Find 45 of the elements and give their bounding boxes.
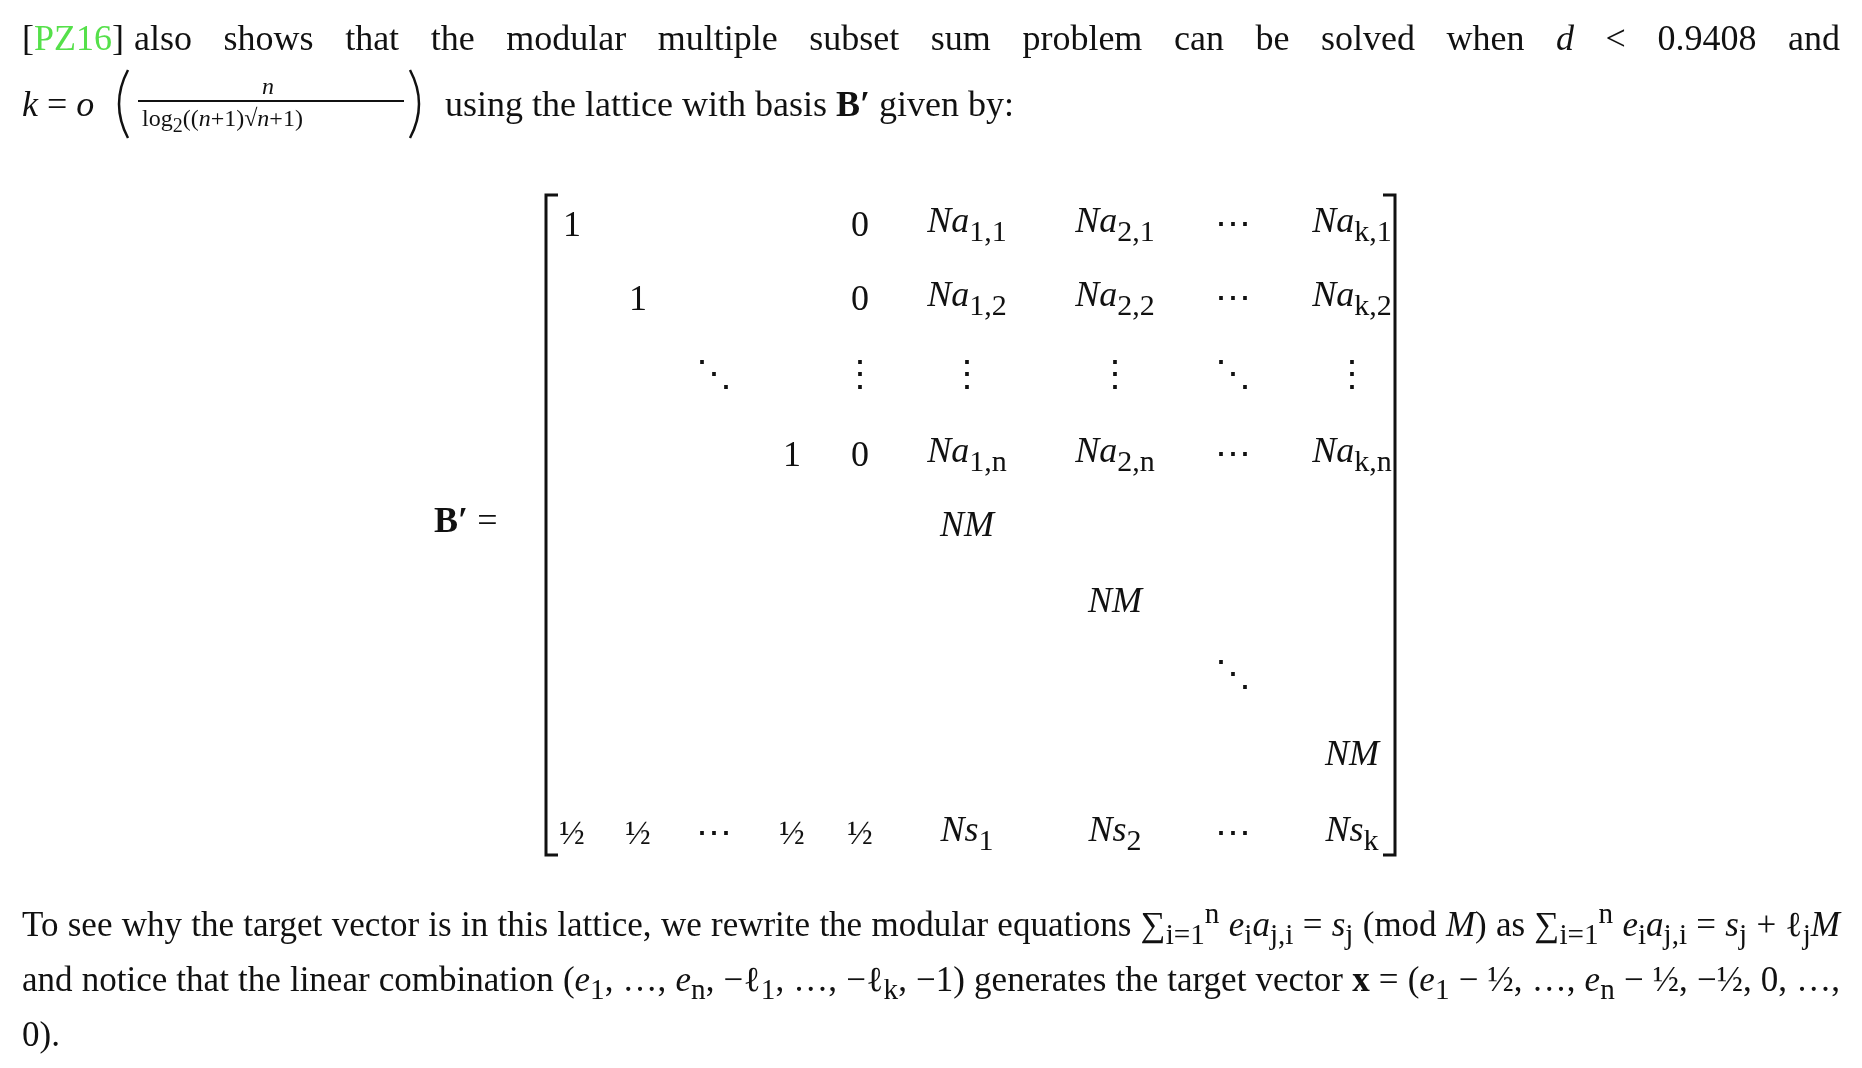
paragraph-text: also shows that the modular multiple subset sum problem can be solved when d < 0.9408 and xyxy=(134,17,1840,60)
matrix-entry: Ns$_{k}$ xyxy=(1325,811,1379,855)
fraction-denominator: log$_{2}$((n+1)√n+1) xyxy=(142,106,303,135)
paragraph-text: using the lattice with basis B′ given by: xyxy=(445,86,1015,122)
matrix-entry: ⋯ xyxy=(1215,436,1251,472)
matrix-entry: Na$_{k,n}$ xyxy=(1312,432,1392,476)
matrix-entry: ⋯ xyxy=(696,815,732,851)
matrix-entry: ⋱ xyxy=(696,356,732,392)
matrix-entry: ⋮ xyxy=(1334,356,1370,392)
citation-link: [PZ16] xyxy=(22,17,124,60)
fraction-numerator: n xyxy=(262,74,274,98)
matrix-entry: Na$_{1,n}$ xyxy=(927,432,1007,476)
matrix-entry: ⋱ xyxy=(1215,356,1251,392)
matrix-entry: ⋯ xyxy=(1215,280,1251,316)
math-text: k = o xyxy=(22,86,95,122)
matrix-entry: ⋮ xyxy=(949,356,985,392)
matrix-entry: Na$_{k,1}$ xyxy=(1312,202,1392,246)
matrix-entry: NM xyxy=(1325,735,1379,771)
matrix-entry: ⋮ xyxy=(842,356,878,392)
matrix-entry: Na$_{1,1}$ xyxy=(927,202,1007,246)
matrix-entry: 1 xyxy=(629,280,647,316)
matrix-entry: Na$_{1,2}$ xyxy=(927,276,1007,320)
matrix-entry: 0 xyxy=(851,436,869,472)
matrix-entry: ⋯ xyxy=(1215,815,1251,851)
matrix-entry: ½ xyxy=(559,816,585,850)
matrix-entry: ½ xyxy=(847,816,873,850)
matrix-entry: 0 xyxy=(851,206,869,242)
matrix-entry: Na$_{2,2}$ xyxy=(1075,276,1155,320)
matrix-entry: Na$_{2,n}$ xyxy=(1075,432,1155,476)
matrix-entry: ⋱ xyxy=(1215,656,1251,692)
paragraph-text: To see why the target vector is in this lattice, we rewrite the modular equations ∑$_{i=1}$$^{n}$ e$_{i}$a$_{j,i}$ = s$_{j}$ (mod M) as ∑$_{i=1}$$^{n}$ e$_{i}$a$_{j,i}$ = s$_{j}$ + ℓ$_{j}$M and notice that the linear combination (e$_{1}$, …, e$_{n}$, −ℓ$_{1}$, …, −ℓ$_{k}$, −1) generates the target vector x = (e$_{1}$ − ½, …, e$_{n}$ − ½, −½, 0, …, 0). xyxy=(22,896,1840,1056)
matrix-entry: Ns$_{1}$ xyxy=(940,811,994,855)
matrix-entry: Na$_{2,1}$ xyxy=(1075,202,1155,246)
matrix-entry: Ns$_{2}$ xyxy=(1088,811,1142,855)
matrix-entry: Na$_{k,2}$ xyxy=(1312,276,1392,320)
matrix-entry: NM xyxy=(940,506,994,542)
matrix-entry: ½ xyxy=(625,816,651,850)
matrix-entry: ½ xyxy=(779,816,805,850)
matrix-entry: 1 xyxy=(563,206,581,242)
matrix-entry: 0 xyxy=(851,280,869,316)
matrix-entry: NM xyxy=(1088,582,1142,618)
matrix-entry: ⋯ xyxy=(1215,206,1251,242)
matrix-name: B′ = xyxy=(434,502,498,538)
matrix-entry: 1 xyxy=(783,436,801,472)
matrix-entry: ⋮ xyxy=(1097,356,1133,392)
